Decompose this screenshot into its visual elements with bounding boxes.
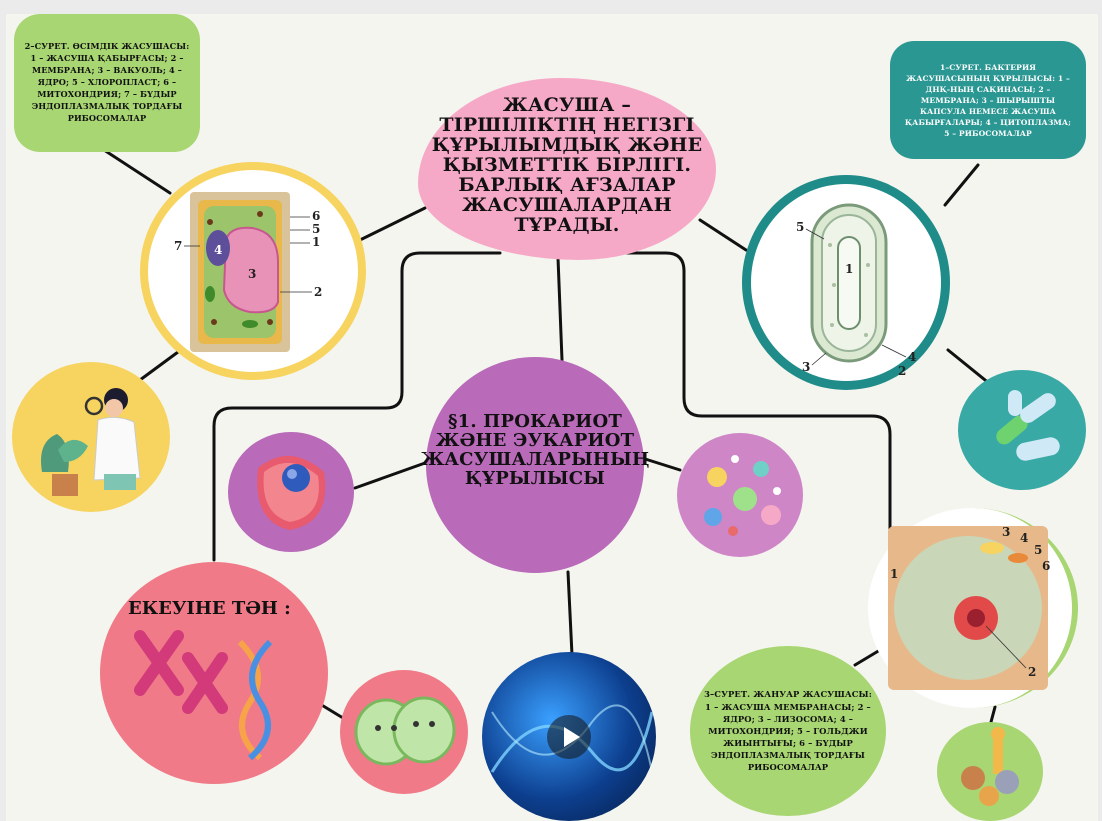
dividing-cell-circle: [340, 670, 468, 794]
main-title-blob: ЖАСУША – ТІРШІЛІКТІҢ НЕГІЗГІ ҚҰРЫЛЫМДЫҚ …: [418, 78, 716, 260]
center-title-text: §1. ПРОКАРИОТ ЖӘНЕ ЭУКАРИОТ ЖАСУШАЛАРЫНЫ…: [420, 411, 650, 489]
bacteria-caption-text: 1–СУРЕТ. БАКТЕРИЯ ЖАСУШАСЫНЫҢ ҚҰРЫЛЫСЫ: …: [904, 62, 1072, 138]
plant-caption-box: 2–СУРЕТ. ӨСІМДІК ЖАСУШАСЫ: 1 – ЖАСУША ҚА…: [14, 14, 200, 152]
cell-icon-circle: [228, 432, 354, 552]
link-animal-caption: [853, 648, 882, 667]
plant-number-1: 1: [312, 235, 320, 249]
link-dividing-cell: [318, 702, 345, 720]
plant-number-6: 6: [312, 209, 320, 223]
chromosomes-dna-icon: [134, 630, 273, 761]
microbes-icon: [704, 455, 781, 536]
bacteria-icon-circle: [958, 370, 1086, 490]
animal-number-1: 1: [890, 567, 898, 581]
bacteria-icon: [996, 390, 1060, 461]
animal-caption-text: 3–СУРЕТ. ЖАНУАР ЖАСУШАСЫ: 1 – ЖАСУША МЕМ…: [704, 689, 872, 773]
bacteria-number-5: 5: [796, 220, 804, 234]
scientist-with-magnifier-icon: [41, 388, 141, 496]
animal-number-3: 3: [1002, 525, 1010, 539]
link-bacteria-cell: [698, 218, 748, 252]
animals-circle: [937, 722, 1043, 821]
bacteria-number-2: 2: [898, 364, 906, 378]
common-title-text: ЕКЕУІНЕ ТӘН :: [128, 598, 291, 619]
microbes-circle: [677, 433, 803, 557]
cell-cross-section-icon: [257, 455, 326, 530]
animal-caption-circle: 3–СУРЕТ. ЖАНУАР ЖАСУШАСЫ: 1 – ЖАСУША МЕМ…: [690, 646, 886, 816]
animal-number-6: 6: [1042, 559, 1050, 573]
link-bacteria-icon: [946, 348, 992, 386]
dividing-cell-icon: [354, 696, 456, 766]
link-bacteria-caption: [943, 163, 980, 207]
dna-video-thumbnail[interactable]: [482, 652, 656, 821]
bacteria-number-3: 3: [802, 360, 810, 374]
bacteria-caption-box: 1–СУРЕТ. БАКТЕРИЯ ЖАСУШАСЫНЫҢ ҚҰРЫЛЫСЫ: …: [890, 41, 1086, 159]
link-plant-caption: [102, 148, 172, 195]
center-topic-circle: §1. ПРОКАРИОТ ЖӘНЕ ЭУКАРИОТ ЖАСУШАЛАРЫНЫ…: [420, 357, 649, 573]
main-title-text: ЖАСУША – ТІРШІЛІКТІҢ НЕГІЗГІ ҚҰРЫЛЫМДЫҚ …: [431, 94, 703, 236]
animal-cell-image: 1 2 3 4 5 6: [868, 508, 1078, 708]
animal-number-5: 5: [1034, 543, 1042, 557]
link-animals: [989, 705, 997, 724]
link-cell-icon: [353, 461, 427, 490]
dna-helix-graphic: [490, 704, 654, 773]
link-plant-cell: [358, 206, 427, 242]
link-title-center: [556, 256, 564, 362]
bacteria-cell-drawing: 1 5 3 4 2: [796, 203, 916, 378]
animals-group-icon: [961, 727, 1019, 806]
link-video: [566, 570, 574, 657]
animal-cell-drawing: 1 2 3 4 5 6: [888, 525, 1050, 690]
animal-number-2: 2: [1028, 665, 1036, 679]
link-title-animal: [598, 251, 892, 534]
common-features-circle: ЕКЕУІНЕ ТӘН :: [100, 562, 328, 784]
bacteria-number-4: 4: [908, 350, 916, 364]
plant-number-4: 4: [214, 243, 222, 257]
link-title-common: [212, 251, 502, 562]
bacteria-number-1: 1: [845, 262, 853, 276]
plant-number-5: 5: [312, 222, 320, 236]
plant-number-7: 7: [174, 239, 182, 253]
plant-cell-image: 3 4 6 5 1 2 7: [140, 162, 366, 380]
bacteria-cell-image: 1 5 3 4 2: [742, 175, 950, 390]
plant-cell-drawing: 3 4 6 5 1 2 7: [174, 192, 322, 352]
plant-number-3: 3: [248, 267, 256, 281]
link-scientist: [138, 350, 180, 382]
link-microbes: [640, 456, 682, 472]
plant-number-2: 2: [314, 285, 322, 299]
plant-caption-text: 2–СУРЕТ. ӨСІМДІК ЖАСУШАСЫ: 1 – ЖАСУША ҚА…: [24, 41, 190, 123]
play-icon[interactable]: [547, 714, 591, 759]
scientist-circle: [12, 362, 170, 512]
animal-number-4: 4: [1020, 531, 1028, 545]
